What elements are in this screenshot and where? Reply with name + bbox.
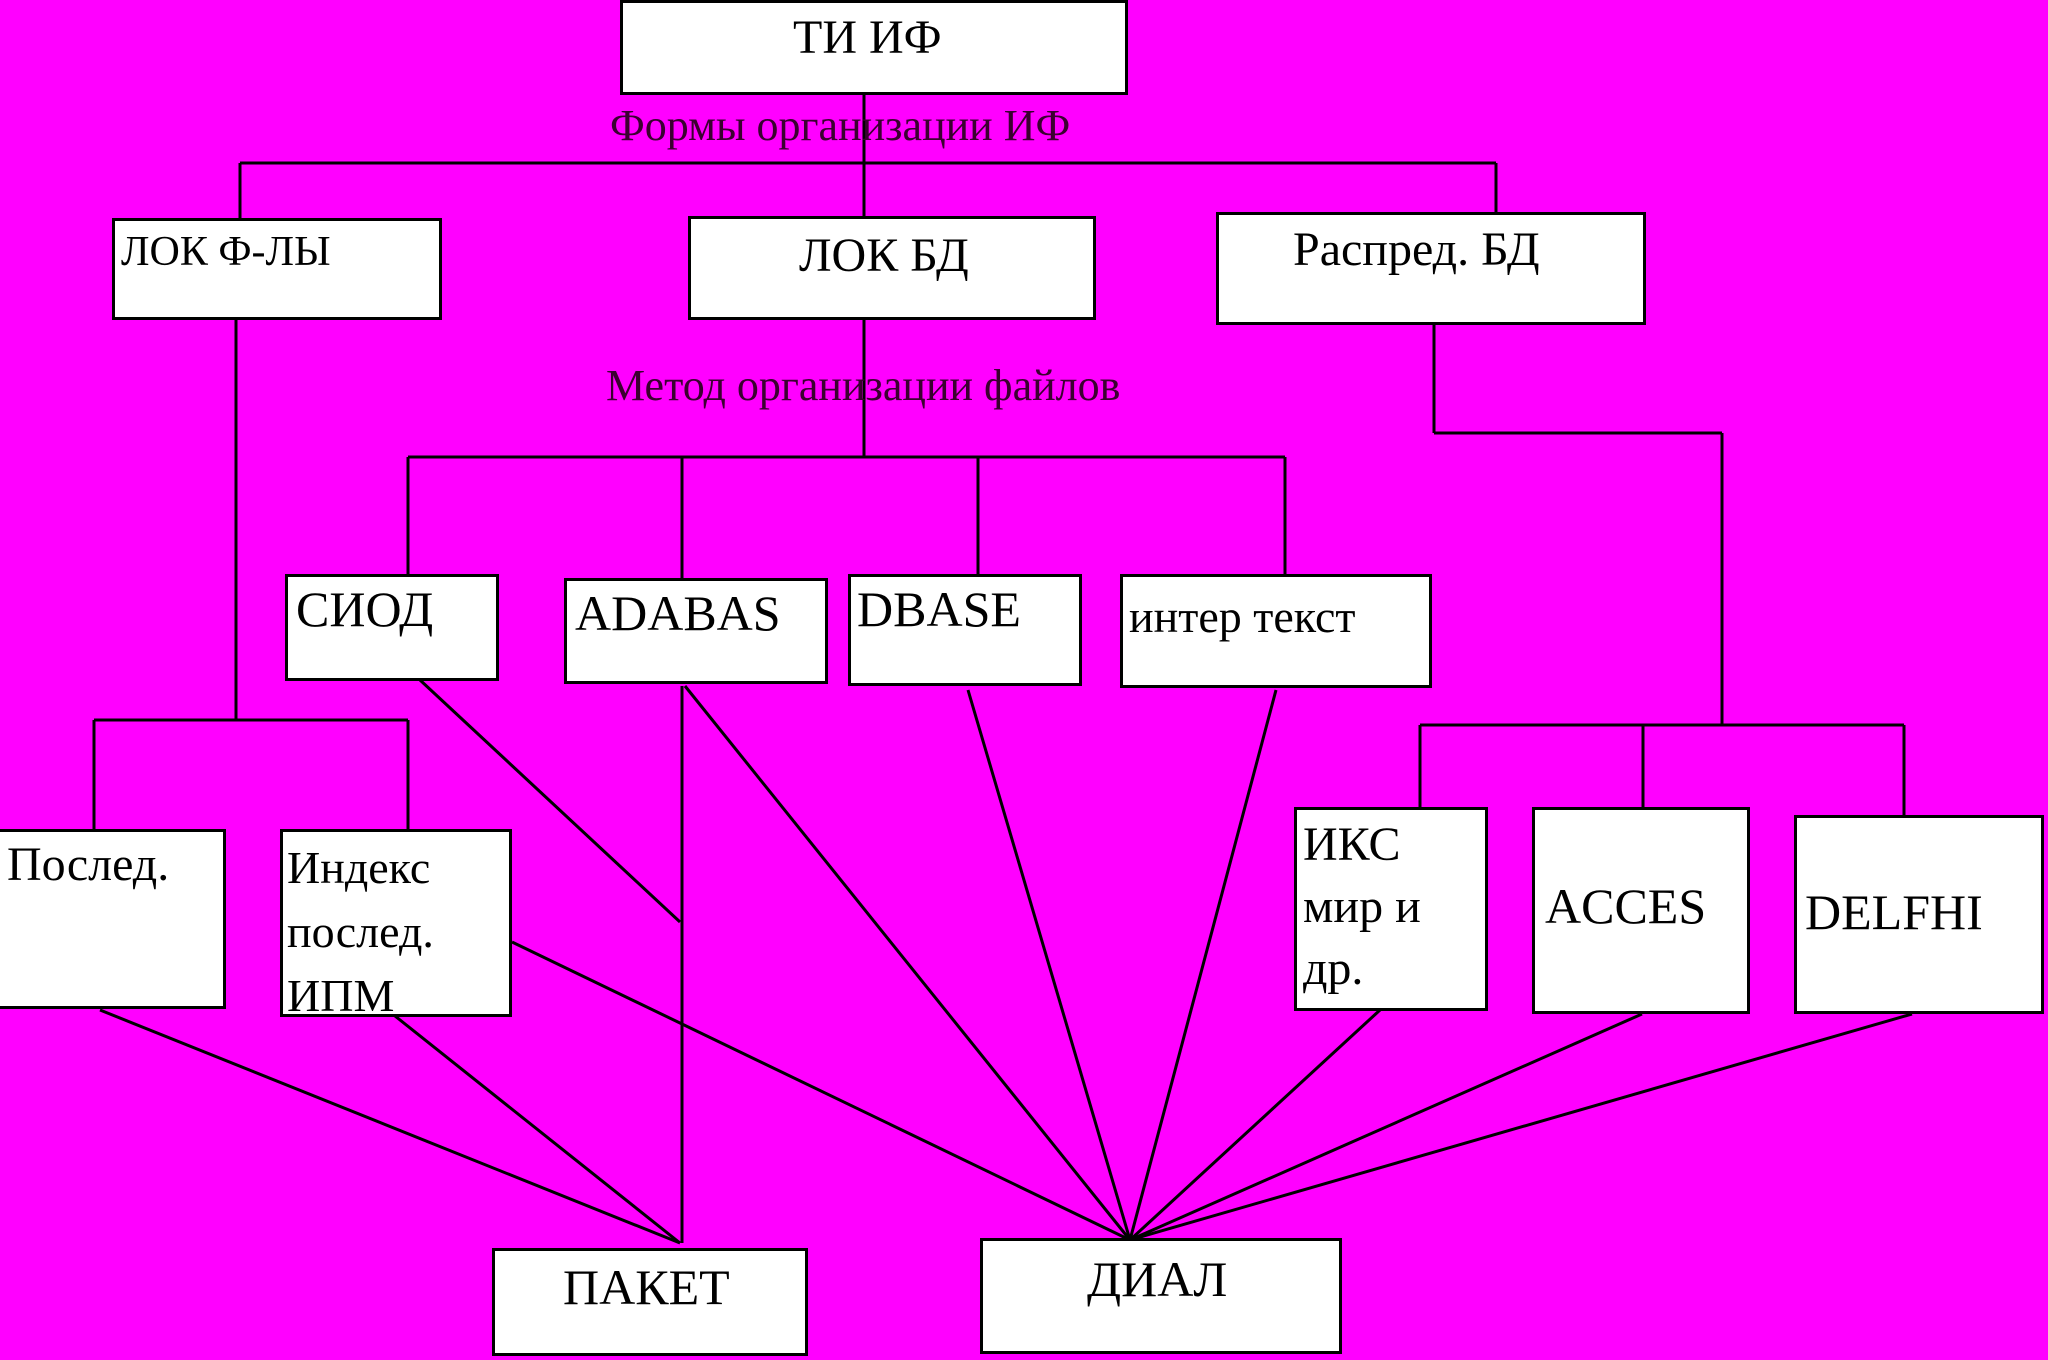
connector: [1129, 1012, 1643, 1242]
connector: [966, 689, 1132, 1241]
node-raspred-bd: Распред. БД: [1216, 212, 1646, 325]
node-iks: ИКС мир и др.: [1294, 807, 1488, 1011]
node-paket: ПАКЕТ: [492, 1248, 808, 1356]
node-label: ЛОК БД: [799, 229, 969, 282]
forms-caption: Формы организации ИФ: [610, 101, 1071, 150]
node-label: Распред. БД: [1293, 223, 1540, 276]
node-label: DELFHI: [1805, 884, 1983, 940]
node-label: ДИАЛ: [1087, 1251, 1228, 1307]
node-dbase: DBASE: [848, 574, 1082, 686]
method-caption: Метод организации файлов: [606, 361, 1121, 410]
node-siod: СИОД: [285, 574, 499, 681]
node-label: Индекс послед. ИПМ: [287, 842, 434, 1021]
node-label: ИКС мир и др.: [1303, 818, 1421, 995]
node-label: СИОД: [296, 581, 434, 637]
node-label: ЛОК Ф-ЛЫ: [121, 229, 331, 275]
connector: [511, 940, 1131, 1242]
connector: [683, 685, 1132, 1241]
node-label: Послед.: [7, 838, 170, 891]
node-delfhi: DELFHI: [1794, 815, 2044, 1014]
connector: [99, 1008, 681, 1245]
node-acces: ACCES: [1532, 807, 1750, 1014]
node-label: ADABAS: [575, 585, 781, 641]
node-inter-tekst: интер текст: [1120, 574, 1432, 688]
node-adabas: ADABAS: [564, 578, 828, 684]
node-label: ПАКЕТ: [563, 1259, 730, 1315]
connector: [1128, 1008, 1382, 1242]
node-lok-bd: ЛОК БД: [688, 216, 1096, 320]
node-label: интер текст: [1129, 591, 1356, 642]
node-label: ACCES: [1545, 878, 1707, 934]
connector: [394, 1014, 681, 1245]
node-posled: Послед.: [0, 829, 226, 1009]
connector: [418, 678, 682, 924]
connector: [1129, 1012, 1913, 1242]
connector: [1128, 689, 1278, 1241]
node-ti-if: ТИ ИФ: [620, 0, 1128, 95]
node-indeks: Индекс послед. ИПМ: [280, 829, 512, 1021]
node-label: DBASE: [857, 581, 1021, 637]
node-label: ТИ ИФ: [793, 11, 942, 64]
node-dial: ДИАЛ: [980, 1238, 1342, 1354]
node-lok-fly: ЛОК Ф-ЛЫ: [112, 218, 442, 320]
